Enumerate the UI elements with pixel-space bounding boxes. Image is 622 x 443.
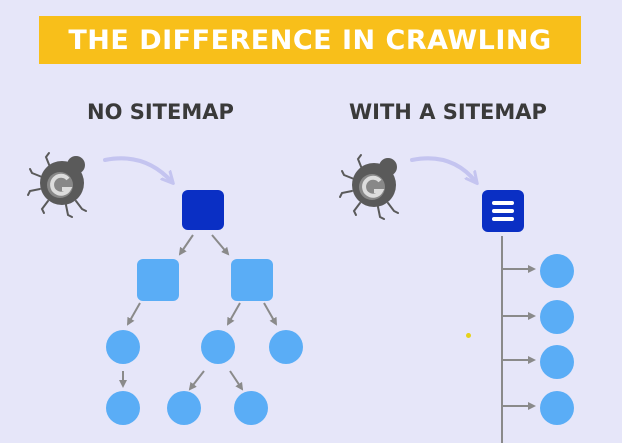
child-page-node: [231, 259, 273, 301]
root-page-node: [182, 190, 224, 230]
leaf-page-node: [269, 330, 303, 364]
crawler-bug-icon-right: [338, 153, 400, 221]
crawler-arrow-right: [410, 156, 476, 182]
sitemap-page-node: [540, 300, 574, 334]
heading-with-sitemap: WITH A SITEMAP: [349, 100, 547, 124]
sitemap-page-node: [540, 391, 574, 425]
sitemap-page-node: [540, 345, 574, 379]
sitemap-page-node: [540, 254, 574, 288]
leaf-page-node: [201, 330, 235, 364]
child-page-node: [137, 259, 179, 301]
leaf-page-node: [106, 391, 140, 425]
crawler-bug-icon-left: [26, 151, 88, 219]
crawler-arrow-left: [103, 156, 172, 182]
diagram-title: THE DIFFERENCE IN CRAWLING: [68, 24, 552, 56]
title-banner: THE DIFFERENCE IN CRAWLING: [39, 16, 581, 64]
leaf-page-node: [167, 391, 201, 425]
leaf-page-node: [234, 391, 268, 425]
leaf-page-node: [106, 330, 140, 364]
heading-no-sitemap: NO SITEMAP: [87, 100, 234, 124]
cursor-dot: [466, 333, 471, 338]
sitemap-list-icon: [482, 190, 524, 232]
